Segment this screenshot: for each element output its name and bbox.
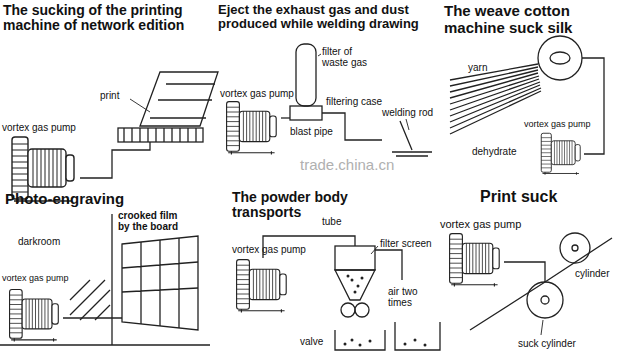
part-label: valve (300, 336, 323, 347)
powder-transport-illustration-part (375, 250, 402, 280)
print-suck-illustration (450, 233, 612, 335)
print-suck-illustration-part (504, 262, 545, 282)
powder-transport-illustration-part (335, 246, 375, 270)
part-label: cylinder (575, 268, 609, 279)
part-label: vortex gas pump (440, 218, 521, 230)
welding-exhaust-illustration-part (227, 102, 277, 155)
photo-engraving-illustration (0, 214, 210, 345)
panel-title: Print suck (480, 188, 557, 206)
part-label: darkroom (18, 236, 60, 247)
part-label: vortex gas pump (232, 244, 306, 255)
part-label: suck cylinder (518, 338, 576, 349)
powder-transport-illustration-part-part (414, 339, 417, 342)
powder-transport-illustration-part (237, 260, 287, 313)
part-label: filtering case (326, 96, 382, 107)
printing-machine-illustration (12, 72, 218, 203)
printing-machine-illustration-part (80, 142, 150, 178)
part-label: yarn (468, 62, 487, 73)
powder-transport-illustration-part-part (351, 339, 354, 342)
panel-title: Eject the exhaust gas and dust produced … (218, 3, 430, 32)
part-label: filter of waste gas (322, 46, 376, 68)
part-label: filter screen (380, 238, 432, 249)
part-label: welding rod (382, 107, 433, 118)
illustration-part (0, 36, 612, 350)
printing-machine-illustration-part (140, 72, 218, 126)
powder-transport-illustration-part-part (354, 291, 357, 294)
welding-exhaust-illustration-part (406, 119, 409, 130)
powder-transport-illustration-part-part (361, 277, 364, 280)
printing-machine-illustration-part (118, 128, 203, 142)
watermark: trade.china.cn (300, 157, 394, 174)
weave-machine-illustration-part (550, 52, 570, 64)
photo-engraving-illustration-part (0, 214, 210, 345)
welding-exhaust-illustration-part (392, 121, 432, 156)
powder-transport-illustration-part-part (424, 344, 427, 347)
part-label: crooked film by the board (118, 210, 190, 232)
part-label: vortex gas pump (2, 122, 76, 133)
weave-machine-illustration-part (582, 58, 604, 154)
weave-machine-illustration (450, 36, 604, 175)
panel-title: Photo-engraving (5, 191, 124, 208)
powder-transport-illustration-part (335, 322, 440, 350)
photo-engraving-illustration-part (122, 236, 198, 330)
photo-engraving-illustration-part (122, 238, 198, 328)
welding-exhaust-illustration-part (290, 106, 322, 120)
printing-machine-illustration-part (130, 99, 150, 112)
part-label: vortex gas pump (220, 88, 294, 99)
powder-transport-illustration-part-part (344, 343, 347, 346)
weave-machine-illustration-part (541, 133, 580, 174)
welding-exhaust-illustration-part (296, 44, 316, 106)
part-label: dehydrate (472, 146, 516, 157)
powder-transport-illustration-part-part (347, 275, 350, 278)
part-label: tube (322, 216, 341, 227)
print-suck-illustration-part (560, 233, 590, 263)
photo-engraving-illustration-part (10, 290, 59, 342)
photo-engraving-illustration-part (70, 280, 110, 320)
part-label: air two times (388, 286, 434, 308)
welding-exhaust-illustration-part (281, 117, 290, 118)
powder-transport-illustration-part-part (351, 279, 354, 282)
powder-transport-illustration-part (341, 303, 355, 317)
photo-engraving-illustration-part (63, 317, 122, 318)
printing-machine-illustration-part (150, 84, 215, 118)
powder-transport-illustration-part (335, 270, 375, 300)
powder-transport-illustration-part-part (404, 343, 407, 346)
panel-title: The weave cotton machine suck silk (444, 3, 594, 36)
printing-machine-illustration-part (124, 128, 196, 142)
panel-title: The powder body transports (232, 190, 364, 221)
print-suck-illustration-part (470, 238, 612, 330)
part-label: blast pipe (290, 126, 333, 137)
powder-transport-illustration-part-part (359, 344, 362, 347)
print-suck-illustration-part (541, 296, 549, 304)
part-label: vortex gas pump (524, 120, 591, 130)
weave-machine-illustration-part (538, 36, 582, 80)
print-suck-illustration-part (572, 245, 578, 251)
print-suck-illustration-part (527, 282, 563, 318)
print-suck-illustration-part (541, 320, 543, 335)
part-label: print (100, 90, 119, 101)
welding-exhaust-illustration (227, 44, 432, 156)
panel-title: The sucking of the printing machine of n… (3, 3, 215, 34)
powder-transport-illustration-part (344, 275, 427, 347)
powder-transport-illustration-part-part (369, 340, 372, 343)
part-label: vortex gas pump (2, 274, 69, 284)
print-suck-illustration-part (450, 234, 500, 287)
powder-transport-illustration-part (355, 303, 369, 317)
welding-exhaust-illustration-part (318, 54, 321, 56)
powder-transport-illustration-part-part (357, 285, 360, 288)
